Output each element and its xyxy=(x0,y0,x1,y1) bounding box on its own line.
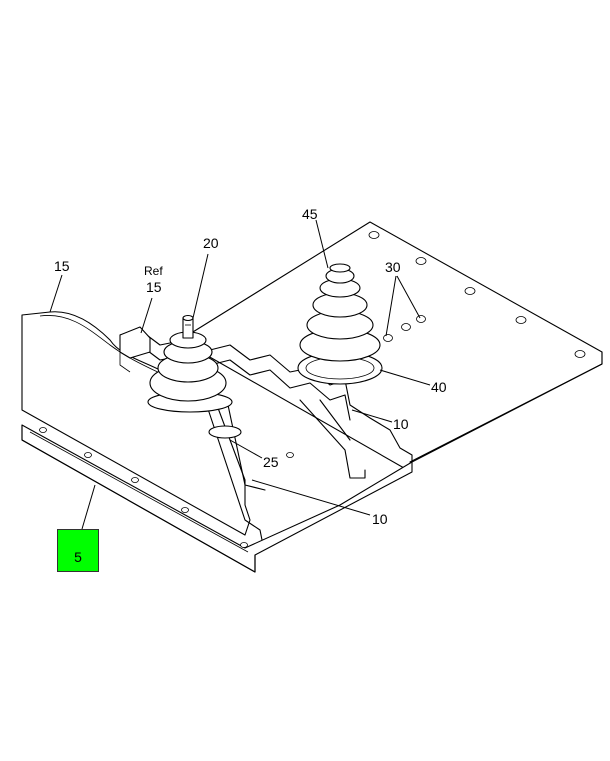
callout-30: 30 xyxy=(385,259,401,275)
callout-25: 25 xyxy=(263,454,279,470)
callout-45: 45 xyxy=(302,206,318,222)
highlight-callout-label: 5 xyxy=(74,549,82,565)
callout-15: 15 xyxy=(54,258,70,274)
grommet-25 xyxy=(208,425,242,439)
callout-ref: Ref xyxy=(144,264,163,278)
callout-10-upper: 10 xyxy=(393,416,409,432)
highlight-callout-box[interactable]: 5 xyxy=(57,529,99,572)
callout-10-lower: 10 xyxy=(372,511,388,527)
callout-40: 40 xyxy=(431,379,447,395)
bracket-left xyxy=(204,399,263,541)
boot-45 xyxy=(297,263,383,385)
bracket-right xyxy=(299,399,366,479)
boot-20 xyxy=(147,314,233,413)
base-holes xyxy=(39,427,294,548)
leader-lines xyxy=(49,219,431,530)
plate-holes xyxy=(368,231,586,358)
callout-ref-15: 15 xyxy=(146,279,162,295)
callout-20: 20 xyxy=(203,235,219,251)
